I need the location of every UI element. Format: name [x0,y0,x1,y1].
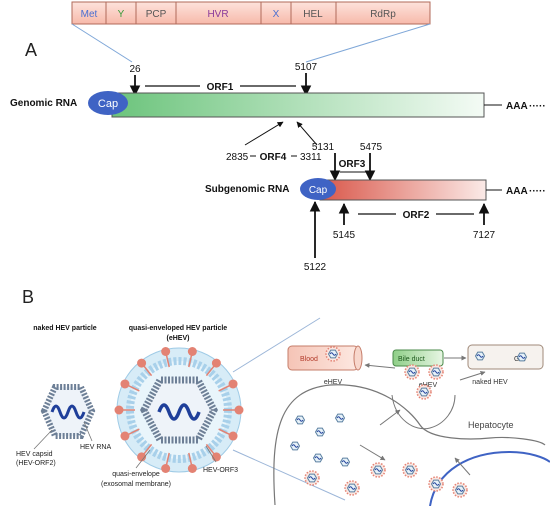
orf3-end-label: 5475 [360,142,383,153]
genomic-cap [88,91,128,115]
domain-rdrp: RdRp [370,9,396,20]
hev-virus-icon [474,351,486,361]
blood-label: Blood [300,356,318,363]
quasi-particle-title: quasi-enveloped HEV particle [129,325,228,332]
naked-hev-particle [40,384,96,439]
orf3-spike-head [228,431,238,441]
orf3-spike-head [211,358,221,368]
ehev-virus-icon [325,346,341,362]
capsid-label: HEV capsid [16,451,53,458]
ehev-virus-icon [416,384,432,400]
quasi-particle-subtitle: (eHEV) [167,335,190,342]
subgenomic-cap-label: Cap [309,185,328,196]
orf1-start-label: 26 [129,64,141,75]
panel-a-letter: A [25,40,37,60]
subgenomic-rna-label: Subgenomic RNA [205,184,289,195]
orf3-spike-head [137,358,147,368]
orf4-start-label: 2835 [226,152,249,163]
orf3-start-label: 5131 [312,142,335,153]
orf3-label: ORF3 [339,159,366,170]
zoom-line-right [305,23,431,63]
orf2-label: ORF2 [403,210,430,221]
ehev-virus-icon [402,462,418,478]
orf2-end-label: 7127 [473,230,496,241]
infection-schematic: Blood Bile duct Gut eHEV eHEV naked HEV … [273,344,550,506]
envelope-sub-label: (exosomal membrane) [101,481,171,488]
hepatocyte-label: Hepatocyte [468,420,514,430]
domain-hel: HEL [303,9,323,20]
orf3-spike-head [137,452,147,462]
orf3-spike-head [234,405,244,415]
domain-y: Y [118,9,125,20]
subgenomic-rna-bar [319,179,487,201]
quasi-rna-icon [157,403,201,421]
envelope-label: quasi-envelope [112,471,160,478]
orf3-spike-head [187,347,197,357]
ehev-virus-icon [370,462,386,478]
svg-text:·····: ····· [529,186,546,197]
naked-hev-label: naked HEV [472,379,508,386]
ehev-left-label: eHEV [324,379,343,386]
genomic-cap-label: Cap [98,98,118,110]
genomic-rna-bar [111,92,485,118]
orf3-spike-head [187,463,197,473]
hev-virus-icon [294,415,306,425]
tss-label: 5122 [304,262,327,273]
naked-rna-icon [50,404,86,420]
capsid-sub-label: (HEV-ORF2) [16,460,56,467]
subgenomic-polya-tail: AAA [506,186,528,197]
genomic-rna-label: Genomic RNA [10,98,77,109]
ehev-virus-icon [452,482,468,498]
orf4-end-label: 3311 [300,152,322,163]
gut [467,344,544,370]
bile-duct [392,349,444,367]
orf3-spike-head [114,405,124,415]
zoom-line-left [71,23,133,63]
orf4-label: ORF4 [260,152,287,163]
naked-particle-title: naked HEV particle [33,325,97,332]
hev-virus-icon [289,441,301,451]
orf2-start-label: 5145 [333,230,356,241]
hev-virus-icon [334,413,346,423]
hev-virus-icon [314,427,326,437]
quasi-enveloped-particle [114,347,244,473]
orf3-spike-head [120,379,130,389]
hepatocyte-membrane [273,384,546,506]
orf1-domain-bar: Met Y PCP HVR X HEL RdRp [71,1,431,25]
ehev-virus-icon [428,364,444,380]
orf3-spikes [114,347,244,473]
ehev-virus-icon [344,480,360,496]
orf1-end-label: 5107 [295,62,318,73]
hev-virus-icon [516,352,528,362]
ehev-virus-icon [428,476,444,492]
panel-b-letter: B [22,287,34,307]
orf4-end-arrow [296,121,318,146]
blood-vessel [287,345,359,371]
domain-x: X [273,9,280,20]
orf3-spike-head [161,463,171,473]
bile-duct-label: Bile duct [398,356,425,363]
ehev-virus-icon [304,470,320,486]
orf1-label: ORF1 [207,82,234,93]
hev-virus-icon [339,457,351,467]
rna-label: HEV RNA [80,444,111,451]
nucleus [429,450,550,506]
subgenomic-cap [300,178,336,200]
domain-pcp: PCP [146,9,167,20]
orf3-spike-head [120,431,130,441]
orf3-spike-head [161,347,171,357]
domain-hvr: HVR [207,9,228,20]
orf3-spike-head [228,379,238,389]
domain-met: Met [81,9,98,20]
svg-text:·····: ····· [529,101,546,112]
orf4-start-arrow [244,121,284,146]
hev-virus-icon [312,453,324,463]
genomic-polya-tail: AAA [506,101,528,112]
virus-icons [289,346,528,498]
ehev-virus-icon [404,364,420,380]
orf3-protein-label: HEV-ORF3 [203,467,238,474]
